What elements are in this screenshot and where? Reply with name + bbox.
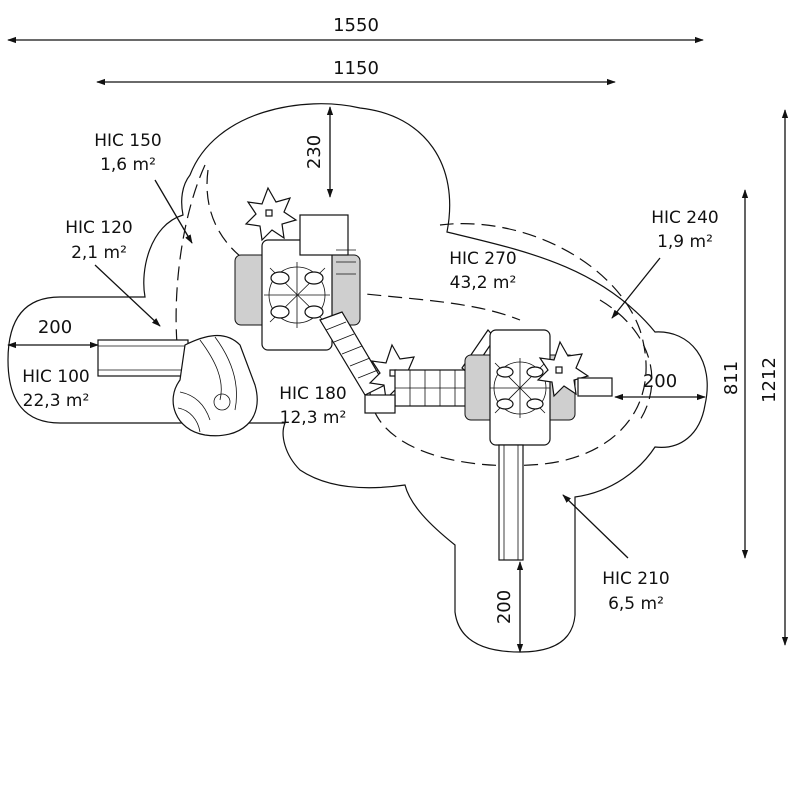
dim-200-right: 200 <box>643 371 677 392</box>
zone-hic270-name: HIC 270 <box>449 249 517 269</box>
zone-label-hic100: HIC 100 22,3 m² <box>22 367 90 411</box>
inner-zone-dashed-right <box>599 299 653 421</box>
safety-zone-outline <box>7 103 708 653</box>
dim-200-left: 200 <box>38 317 72 338</box>
leaf-decoration-top <box>244 186 298 242</box>
tower-right <box>461 329 576 446</box>
zone-hic240-area: 1,9 m² <box>657 232 713 252</box>
zone-label-hic180: HIC 180 12,3 m² <box>279 384 347 428</box>
zone-hic180-area: 12,3 m² <box>280 408 347 428</box>
leader-hic120 <box>94 264 161 327</box>
zone-hic150-name: HIC 150 <box>94 131 162 151</box>
dim-1150: 1150 <box>333 58 379 79</box>
dim-811: 811 <box>721 361 742 395</box>
zone-hic180-name: HIC 180 <box>279 384 347 404</box>
zone-hic100-name: HIC 100 <box>22 367 90 387</box>
dim-1212: 1212 <box>759 357 780 403</box>
zone-label-hic120: HIC 120 2,1 m² <box>65 218 133 263</box>
tube-slide <box>172 334 258 437</box>
step-right <box>577 377 613 397</box>
leader-hic240 <box>611 257 661 319</box>
zone-label-hic240: HIC 240 1,9 m² <box>651 208 719 252</box>
inner-zone-dashed-main <box>369 223 647 467</box>
zone-hic100-area: 22,3 m² <box>23 391 90 411</box>
dim-230-top: 230 <box>304 135 325 169</box>
play-equipment <box>97 186 613 561</box>
zone-hic240-name: HIC 240 <box>651 208 719 228</box>
straight-slide-left <box>97 339 189 377</box>
zone-hic150-area: 1,6 m² <box>100 155 156 175</box>
dim-1550: 1550 <box>333 15 379 36</box>
zone-hic120-area: 2,1 m² <box>71 243 127 263</box>
leader-hic150 <box>154 179 193 244</box>
zone-label-hic150: HIC 150 1,6 m² <box>94 131 162 175</box>
straight-slide-bottom <box>498 444 524 561</box>
dim-200-bottom: 200 <box>494 590 515 624</box>
inner-zone-dashed-left <box>175 164 206 356</box>
zone-label-hic210: HIC 210 6,5 m² <box>602 569 670 614</box>
zone-hic120-name: HIC 120 <box>65 218 133 238</box>
zone-hic210-area: 6,5 m² <box>608 594 664 614</box>
zone-hic270-area: 43,2 m² <box>450 273 517 293</box>
zone-label-hic270: HIC 270 43,2 m² <box>449 249 517 293</box>
leaf-decoration-right <box>536 340 590 398</box>
zone-hic210-name: HIC 210 <box>602 569 670 589</box>
tower-left <box>234 214 361 351</box>
leader-hic210 <box>562 494 629 559</box>
